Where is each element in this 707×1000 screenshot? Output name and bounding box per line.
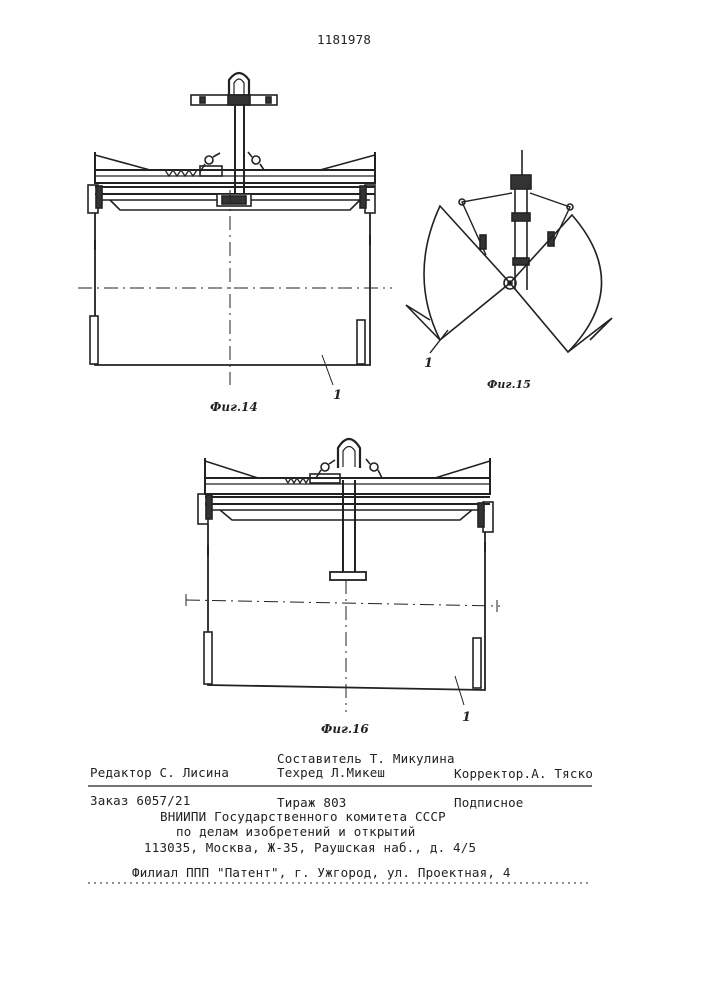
- techred-text: Техред Л.Микеш: [277, 765, 385, 780]
- organization-line-2: по делам изобретений и открытий: [176, 824, 416, 839]
- organization-line-1: ВНИИПИ Государственного комитета СССР: [160, 809, 446, 824]
- branch-text: Филиал ППП "Патент", г. Ужгород, ул. Про…: [132, 865, 511, 880]
- fig16-caption: Фиг.16: [321, 722, 369, 736]
- fig14-caption: Фиг.14: [210, 400, 258, 414]
- figure-15-drawing: [406, 150, 612, 353]
- corrector-text: Корректор.А. Тяско: [454, 766, 593, 781]
- subscription-text: Подписное: [454, 795, 524, 810]
- figure-16-drawing: [186, 439, 500, 712]
- compiler-text: Составитель Т. Микулина: [277, 751, 455, 766]
- address-text: 113035, Москва, Ж-35, Раушская наб., д. …: [144, 840, 476, 855]
- fig14-ref-number: 1: [333, 388, 342, 403]
- editor-text: Редактор С. Лисина: [90, 765, 229, 780]
- fig15-caption: Фиг.15: [487, 378, 531, 391]
- fig16-ref-number: 1: [462, 710, 471, 725]
- circulation-text: Тираж 803: [277, 795, 347, 810]
- order-text: Заказ 6057/21: [90, 793, 190, 808]
- figure-14-drawing: [78, 73, 392, 385]
- fig15-ref-number: 1: [424, 356, 433, 371]
